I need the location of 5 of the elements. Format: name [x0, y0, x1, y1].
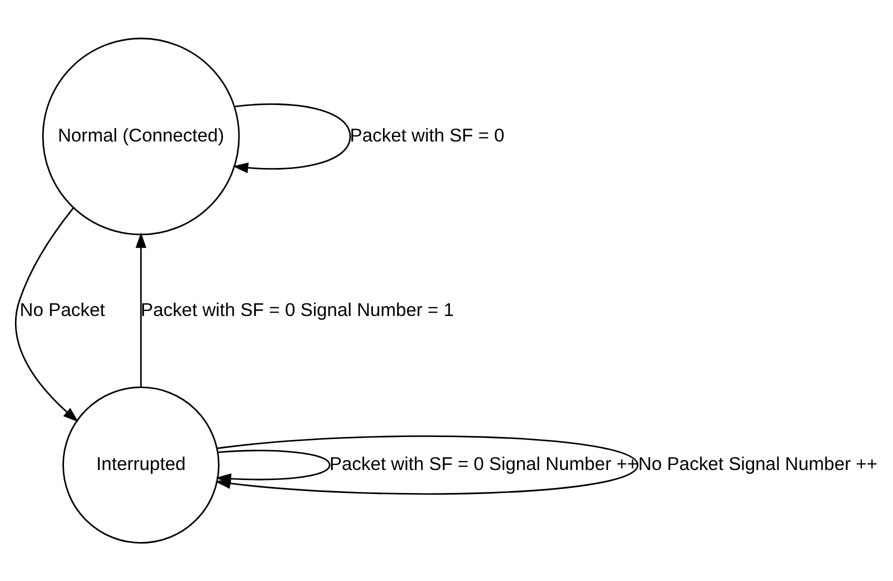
edge-label: No Packet [20, 298, 106, 320]
edge-label: No Packet Signal Number ++ [638, 452, 878, 474]
edge-label: Packet with SF = 0 Signal Number ++ [329, 452, 638, 474]
edge-label: Packet with SF = 0 Signal Number = 1 [140, 298, 454, 320]
edge-label: Packet with SF = 0 [350, 124, 504, 146]
